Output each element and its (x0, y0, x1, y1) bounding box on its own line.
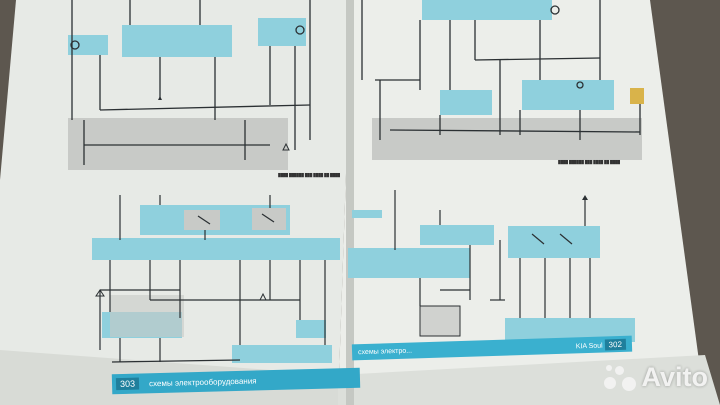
right-caption-text: ████ ██ ████ ███ ██████ ████ (558, 160, 620, 164)
right-footer-brand: KIA Soul (575, 342, 603, 350)
gray-band-top-left (68, 118, 288, 170)
avito-watermark-text: Avito (641, 362, 709, 392)
left-page (0, 0, 352, 405)
right-page-number: 302 (604, 338, 627, 350)
right-footer-subtitle: схемы электро... (357, 347, 413, 356)
left-footer-title: схемы электрооборудования (148, 375, 257, 388)
left-page-number: 303 (115, 377, 140, 391)
left-caption-text: ████ ██ ████ ███ ██████ ████ (278, 173, 340, 177)
avito-watermark: Avito (602, 362, 709, 393)
avito-logo-icon (602, 363, 638, 393)
